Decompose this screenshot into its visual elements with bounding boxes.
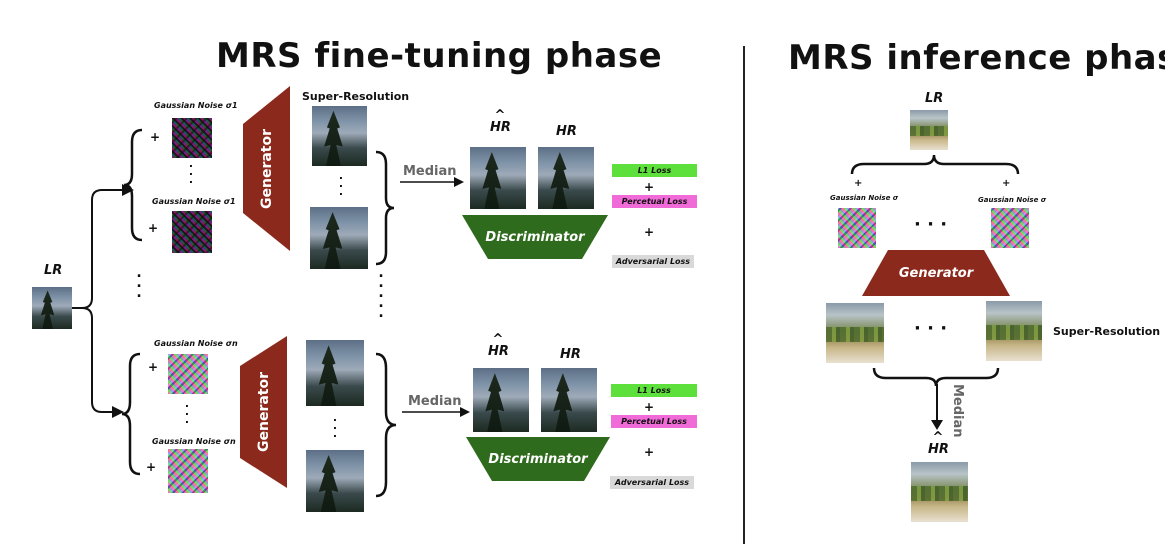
inference-top-brace (850, 154, 1020, 175)
hat-symbol: ^ (932, 430, 944, 445)
plus-bottom-1: + (148, 360, 159, 374)
sr-mid-dots: ..... (378, 265, 384, 321)
inference-lr-label: LR (925, 91, 944, 106)
perceptual-loss-top: Percetual Loss (612, 195, 697, 208)
inference-hr-image (911, 462, 968, 522)
inference-median-wrap: Median (939, 384, 969, 438)
hr-label-bottom: HR (560, 347, 581, 362)
discriminator-top (462, 215, 608, 259)
super-resolution-label-top: Super-Resolution (302, 90, 410, 103)
inference-sr-ellipsis: · · · (914, 318, 948, 339)
generator-top (243, 86, 290, 251)
generator-top-label: Generator (259, 128, 276, 209)
median-arrow-top (400, 177, 464, 187)
hr-hat-label-bottom: ^HR (488, 332, 509, 359)
branch-dots: ... (136, 265, 142, 301)
noise-image-top-1 (172, 118, 212, 158)
generator-bottom-label-wrap: Generator (240, 336, 288, 488)
discriminator-top-label: Discriminator (485, 229, 585, 245)
generator-bottom-label: Generator (256, 371, 273, 453)
median-label-bottom: Median (408, 394, 462, 409)
noise-label-top-1: Gaussian Noise σ1 (154, 101, 238, 110)
inference-noise-image-right (991, 208, 1029, 248)
inference-noise-image-left (838, 208, 876, 248)
hat-symbol: ^ (492, 332, 504, 347)
noise-label-top-2: Gaussian Noise σ1 (152, 197, 236, 206)
sr-image-top-1 (312, 106, 367, 166)
l1-loss-bottom: L1 Loss (611, 384, 697, 397)
loss-plus-bottom-1: + (644, 400, 655, 414)
perceptual-loss-bottom: Percetual Loss (611, 415, 697, 428)
hr-hat-text: HR (928, 442, 949, 457)
adversarial-loss-top: Adversarial Loss (612, 255, 694, 268)
median-arrow-bottom (402, 407, 470, 417)
plus-top-2: + (148, 221, 159, 235)
sr-dots-bottom: ... (332, 411, 338, 440)
noise-dots-top: ... (188, 157, 194, 186)
hr-image-bottom (541, 368, 597, 432)
plus-top-1: + (150, 130, 161, 144)
sr-dots-top: ... (338, 169, 344, 198)
inference-sr-image-right (986, 301, 1042, 361)
sr-image-bottom-1 (306, 340, 364, 406)
finetune-title: MRS fine-tuning phase (216, 36, 663, 76)
hr-hat-image-bottom (473, 368, 529, 432)
hr-hat-image-top (470, 147, 526, 209)
loss-plus-bottom-2: + (644, 445, 655, 459)
noise-brace-bottom (121, 352, 141, 476)
noise-brace-top (123, 128, 143, 242)
median-label-top: Median (403, 164, 457, 179)
discriminator-bottom (466, 437, 610, 481)
sr-brace-bottom (375, 352, 397, 498)
hr-hat-text: HR (488, 344, 509, 359)
inference-noise-label-right: Gaussian Noise σ (978, 196, 1047, 204)
generator-top-label-wrap: Generator (243, 86, 291, 251)
noise-label-bottom-2: Gaussian Noise σn (152, 437, 236, 446)
inference-median-arrow (931, 384, 943, 430)
inference-title: MRS inference phase (788, 38, 1165, 78)
hr-hat-label-top: ^HR (490, 108, 511, 135)
noise-image-bottom-2 (168, 449, 208, 493)
generator-bottom (240, 336, 287, 488)
noise-dots-bottom: ... (184, 397, 190, 426)
inference-plus-right: + (1002, 178, 1011, 189)
inference-super-resolution-label: Super-Resolution (1053, 325, 1161, 338)
inference-sr-image-left (826, 303, 884, 363)
phase-divider (743, 46, 745, 544)
inference-generator (862, 250, 1010, 296)
inference-noise-label-left: Gaussian Noise σ (830, 194, 899, 202)
noise-image-bottom-1 (168, 354, 208, 394)
hr-hat-text: HR (490, 120, 511, 135)
lr-image (32, 287, 72, 329)
branch-arrows (72, 184, 134, 418)
sr-image-top-2 (310, 207, 368, 269)
inference-plus-left: + (854, 178, 863, 189)
discriminator-bottom-label: Discriminator (488, 451, 588, 467)
plus-bottom-2: + (146, 460, 157, 474)
sr-image-bottom-2 (306, 450, 364, 512)
hr-image-top (538, 147, 594, 209)
hr-label-top: HR (556, 124, 577, 139)
inference-lr-image (910, 110, 948, 150)
inference-median-label: Median (950, 384, 965, 438)
inference-hr-hat-label: ^HR (928, 430, 949, 457)
inference-noise-ellipsis: · · · (914, 214, 948, 235)
adversarial-loss-bottom: Adversarial Loss (610, 476, 694, 489)
hat-symbol: ^ (494, 108, 506, 123)
inference-generator-label: Generator (898, 265, 974, 281)
noise-image-top-2 (172, 211, 212, 253)
noise-label-bottom-1: Gaussian Noise σn (154, 339, 238, 348)
loss-plus-top-2: + (644, 225, 655, 239)
l1-loss-top: L1 Loss (612, 164, 697, 177)
sr-brace-top (375, 150, 395, 266)
loss-plus-top-1: + (644, 180, 655, 194)
lr-label: LR (44, 263, 63, 278)
